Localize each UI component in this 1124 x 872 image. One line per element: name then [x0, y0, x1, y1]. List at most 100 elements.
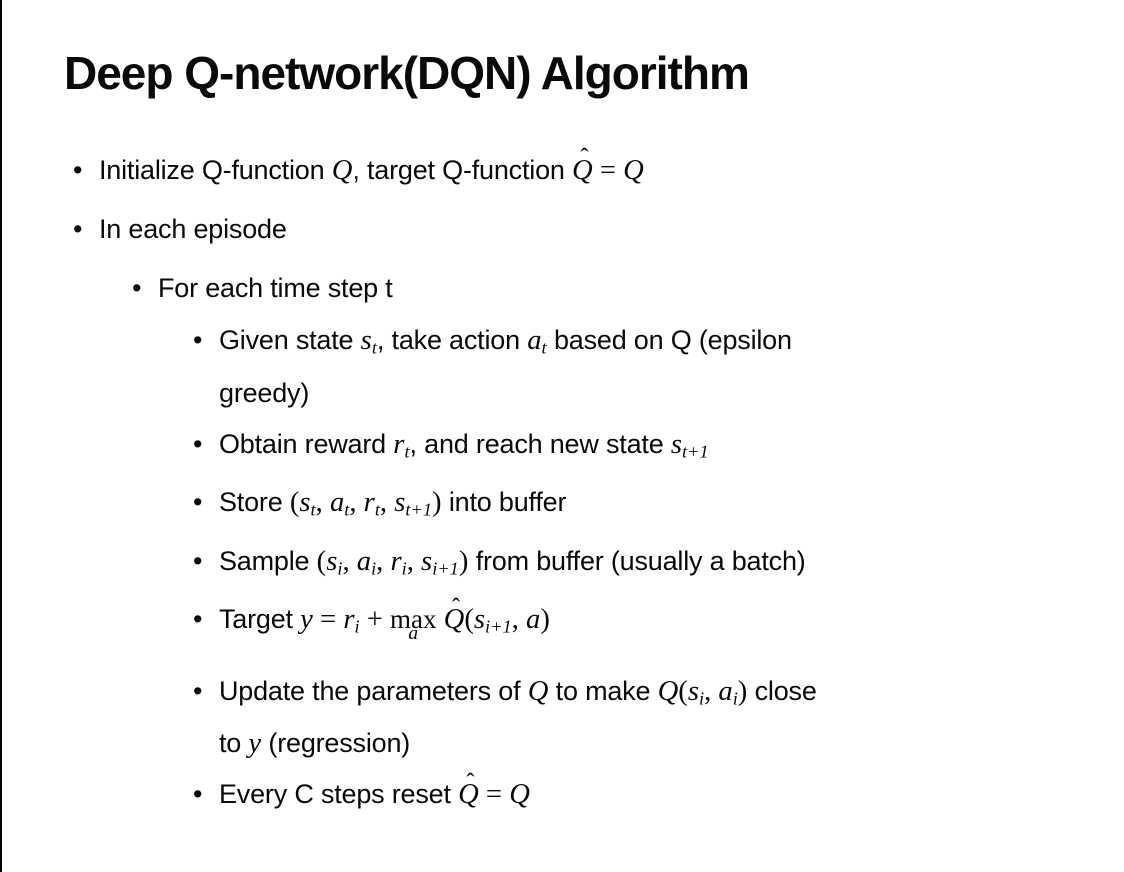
- text-run: from buffer (usually a batch): [468, 545, 806, 576]
- text-run: Initialize Q-function: [99, 155, 332, 185]
- math-var: Q: [331, 154, 353, 186]
- math-var: r: [390, 544, 402, 577]
- math-subscript: i: [371, 558, 377, 579]
- math-subscript: t+1: [681, 441, 709, 462]
- math-var: y: [248, 727, 262, 760]
- math-var: s: [670, 427, 682, 460]
- text-run: In each episode: [99, 214, 287, 244]
- math-var: r: [363, 486, 375, 519]
- math-subscript: i: [698, 688, 705, 709]
- math-hat-base: Q: [572, 154, 593, 186]
- math-op: ): [540, 603, 550, 636]
- math-op: =: [592, 154, 624, 186]
- math-var: s: [687, 674, 699, 707]
- math-var: Q: [509, 778, 530, 811]
- bullet-marker: •: [193, 675, 203, 706]
- math-op: =: [478, 778, 510, 811]
- math-op: (: [289, 486, 300, 519]
- hat-accent: ˆ: [466, 768, 475, 796]
- math-var: s: [473, 603, 486, 636]
- math-op: ): [458, 544, 469, 577]
- bullet-item: •Store (st, at, rt, st+1) into buffer: [2, 480, 1124, 533]
- text-run: into buffer: [441, 487, 567, 518]
- text-run: , take action: [376, 325, 528, 355]
- bullet-marker: •: [193, 325, 203, 355]
- bullet-item: • Obtain reward rt, and reach new state s…: [2, 422, 1124, 475]
- math-op: ): [432, 486, 442, 519]
- bullet-item: •Sample (si, ai, ri, si+1) from buffer (…: [2, 539, 1124, 592]
- math-op: ,: [379, 486, 395, 519]
- math-var: Q: [657, 674, 679, 707]
- text-run: Update the parameters of: [219, 675, 528, 706]
- bullet-list: •Initialize Q-function Q, target Q-funct…: [2, 144, 1124, 823]
- math-var: s: [421, 544, 433, 577]
- math-var: a: [527, 324, 542, 356]
- hat-accent: ˆ: [580, 144, 589, 172]
- math-op: ,: [704, 674, 719, 707]
- math-var: s: [360, 324, 372, 356]
- bullet-marker: •: [132, 273, 142, 303]
- math-subscript: i: [337, 558, 343, 579]
- text-run: close: [747, 675, 817, 706]
- text-run: , and reach new state: [409, 428, 671, 459]
- bullet-marker: •: [193, 428, 203, 459]
- math-subscript: i: [401, 558, 407, 579]
- math-var: a: [329, 486, 345, 519]
- math-hat-base: Q: [443, 603, 465, 636]
- text-run: greedy): [219, 377, 310, 408]
- math-var: Q: [623, 154, 644, 186]
- math-var: y: [300, 603, 313, 636]
- bullet-item: •Given state st, take action at based on…: [2, 318, 1124, 416]
- math-var: r: [393, 427, 405, 460]
- bullet-marker: •: [193, 545, 203, 576]
- math-op: ,: [406, 544, 422, 577]
- math-var: r: [343, 603, 355, 636]
- text-run: For each time step t: [158, 273, 393, 303]
- text-run: Every C steps reset: [219, 779, 459, 810]
- math-op: =: [312, 603, 344, 636]
- max-under-arg: a: [408, 623, 419, 645]
- math-subscript: t: [310, 499, 316, 520]
- text-run: to make: [548, 675, 658, 706]
- slide-title: Deep Q-network(DQN) Algorithm: [64, 47, 750, 99]
- math-op: ): [737, 674, 748, 707]
- math-op: (: [678, 674, 688, 707]
- text-run: Obtain reward: [219, 428, 394, 459]
- text-run: based on Q (epsilon: [546, 325, 792, 355]
- math-hat-base: Q: [458, 778, 479, 811]
- text-run: Target: [219, 604, 301, 635]
- math-subscript: i: [354, 616, 360, 637]
- bullet-marker: •: [73, 155, 83, 185]
- math-subscript: t: [371, 337, 377, 358]
- math-op: ,: [342, 544, 357, 577]
- math-op: ,: [349, 486, 364, 519]
- math-var: s: [299, 486, 311, 519]
- bullet-item: • For each time step t: [2, 266, 1124, 311]
- bullet-item: • In each episode: [2, 207, 1124, 252]
- math-var: a: [526, 603, 541, 636]
- bullet-marker: •: [193, 487, 203, 518]
- bullet-marker: •: [193, 779, 203, 810]
- text-run: to: [219, 728, 249, 759]
- math-var: a: [356, 544, 372, 577]
- math-op: ,: [315, 486, 330, 519]
- text-run: , target Q-function: [352, 155, 572, 185]
- math-subscript: i: [732, 688, 738, 709]
- bullet-marker: •: [73, 214, 83, 244]
- math-subscript: t: [344, 499, 350, 520]
- math-subscript: t: [404, 441, 410, 462]
- math-op: (: [464, 603, 474, 636]
- text-run: (regression): [261, 728, 411, 759]
- bullet-item: •Update the parameters of Q to make Q(si…: [2, 669, 1124, 767]
- hat-accent: ˆ: [452, 593, 461, 621]
- math-var: Q: [527, 674, 549, 707]
- math-var: s: [394, 486, 406, 519]
- math-op: ,: [376, 544, 391, 577]
- math-op: +: [359, 603, 391, 636]
- math-subscript: i+1: [432, 558, 459, 579]
